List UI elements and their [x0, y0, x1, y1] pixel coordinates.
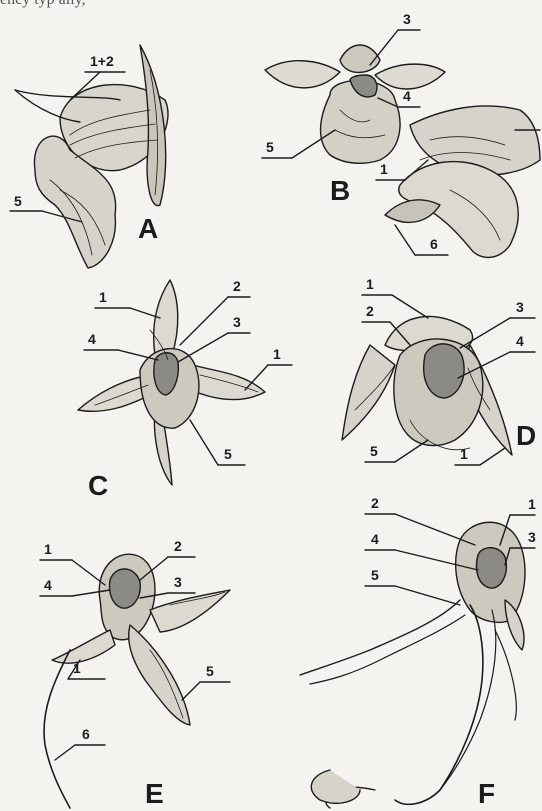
flower-c-drawing: [78, 280, 292, 485]
label-f-2: 2: [371, 496, 379, 510]
flower-b-drawing: [262, 30, 540, 257]
label-a-1plus2: 1+2: [90, 54, 114, 68]
flower-f-drawing: [300, 514, 535, 808]
label-e-4: 4: [44, 578, 52, 592]
label-f-4: 4: [371, 532, 379, 546]
panel-letter-f: F: [478, 778, 495, 810]
label-c-2: 2: [233, 279, 241, 293]
label-c-5: 5: [224, 447, 232, 461]
label-e-2: 2: [174, 539, 182, 553]
label-d-1-bottom: 1: [460, 447, 468, 461]
label-d-1-top: 1: [366, 277, 374, 291]
label-b-3: 3: [403, 12, 411, 26]
label-e-6: 6: [82, 727, 90, 741]
label-d-2: 2: [366, 304, 374, 318]
label-c-3: 3: [233, 315, 241, 329]
label-e-1-top: 1: [44, 542, 52, 556]
label-f-1: 1: [528, 497, 536, 511]
label-d-4: 4: [516, 334, 524, 348]
panel-letter-d: D: [516, 420, 536, 452]
label-e-5: 5: [206, 664, 214, 678]
panel-letter-e: E: [145, 778, 164, 810]
label-a-5: 5: [14, 194, 22, 208]
label-d-5: 5: [370, 444, 378, 458]
label-e-1-bottom: 1: [73, 661, 81, 675]
label-d-3: 3: [516, 300, 524, 314]
label-c-1-top: 1: [99, 290, 107, 304]
panel-letter-c: C: [88, 470, 108, 502]
label-b-4: 4: [403, 89, 411, 103]
flower-d-drawing: [342, 295, 535, 465]
label-f-5: 5: [371, 568, 379, 582]
label-c-4: 4: [88, 332, 96, 346]
panel-letter-b: B: [330, 175, 350, 207]
label-b-5: 5: [266, 140, 274, 154]
label-b-1: 1: [380, 162, 388, 176]
label-c-1-right: 1: [273, 347, 281, 361]
label-b-6: 6: [430, 237, 438, 251]
label-e-3: 3: [174, 575, 182, 589]
label-f-3: 3: [528, 530, 536, 544]
flower-e-drawing: [40, 554, 230, 808]
panel-letter-a: A: [138, 213, 158, 245]
